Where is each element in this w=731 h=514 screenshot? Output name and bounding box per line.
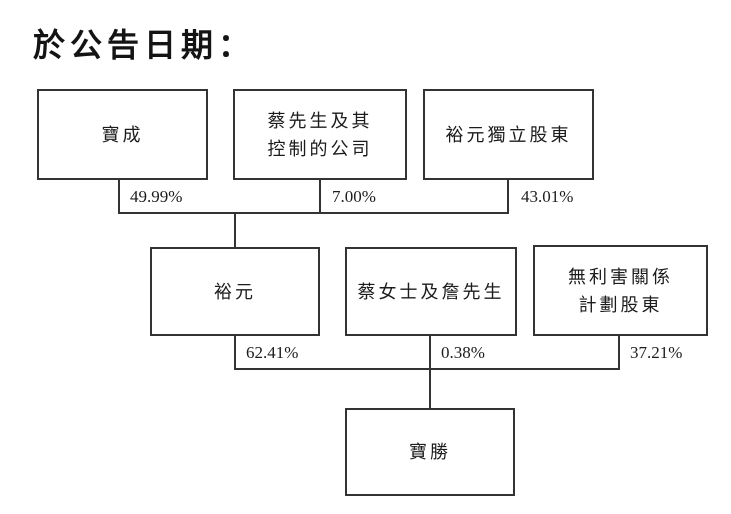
node-pou-sheng: 寶勝 [345,408,515,496]
node-yue-yuen-independent-shareholders: 裕元獨立股東 [423,89,594,180]
ownership-pct-yue-yuen: 62.41% [246,343,299,362]
ownership-pct-disinterested: 37.21% [630,343,683,362]
connector-to-pou-sheng [429,368,431,408]
connector-yy-independent-drop [507,180,509,214]
connector-ms-tsai-drop [429,336,431,370]
node-ms-tsai-and-mr-chan: 蔡女士及詹先生 [345,247,517,336]
ownership-pct-yy-independent: 43.01% [521,187,574,206]
node-pou-chen: 寶成 [37,89,208,180]
node-yue-yuen: 裕元 [150,247,320,336]
diagram-title: 於公告日期： [33,27,256,63]
connector-pou-chen-drop [118,180,120,214]
connector-mr-tsai-drop [319,180,321,214]
connector-tier2-bus [234,368,620,370]
node-disinterested-scheme-shareholders: 無利害關係 計劃股東 [533,245,708,336]
ownership-pct-mr-tsai: 7.00% [332,187,376,206]
connector-tier1-bus [118,212,509,214]
ownership-pct-pou-chen: 49.99% [130,187,183,206]
connector-yue-yuen-drop [234,336,236,370]
connector-to-yue-yuen [234,212,236,247]
connector-disinterested-drop [618,336,620,370]
ownership-pct-ms-tsai: 0.38% [441,343,485,362]
node-mr-tsai-controlled-companies: 蔡先生及其 控制的公司 [233,89,407,180]
